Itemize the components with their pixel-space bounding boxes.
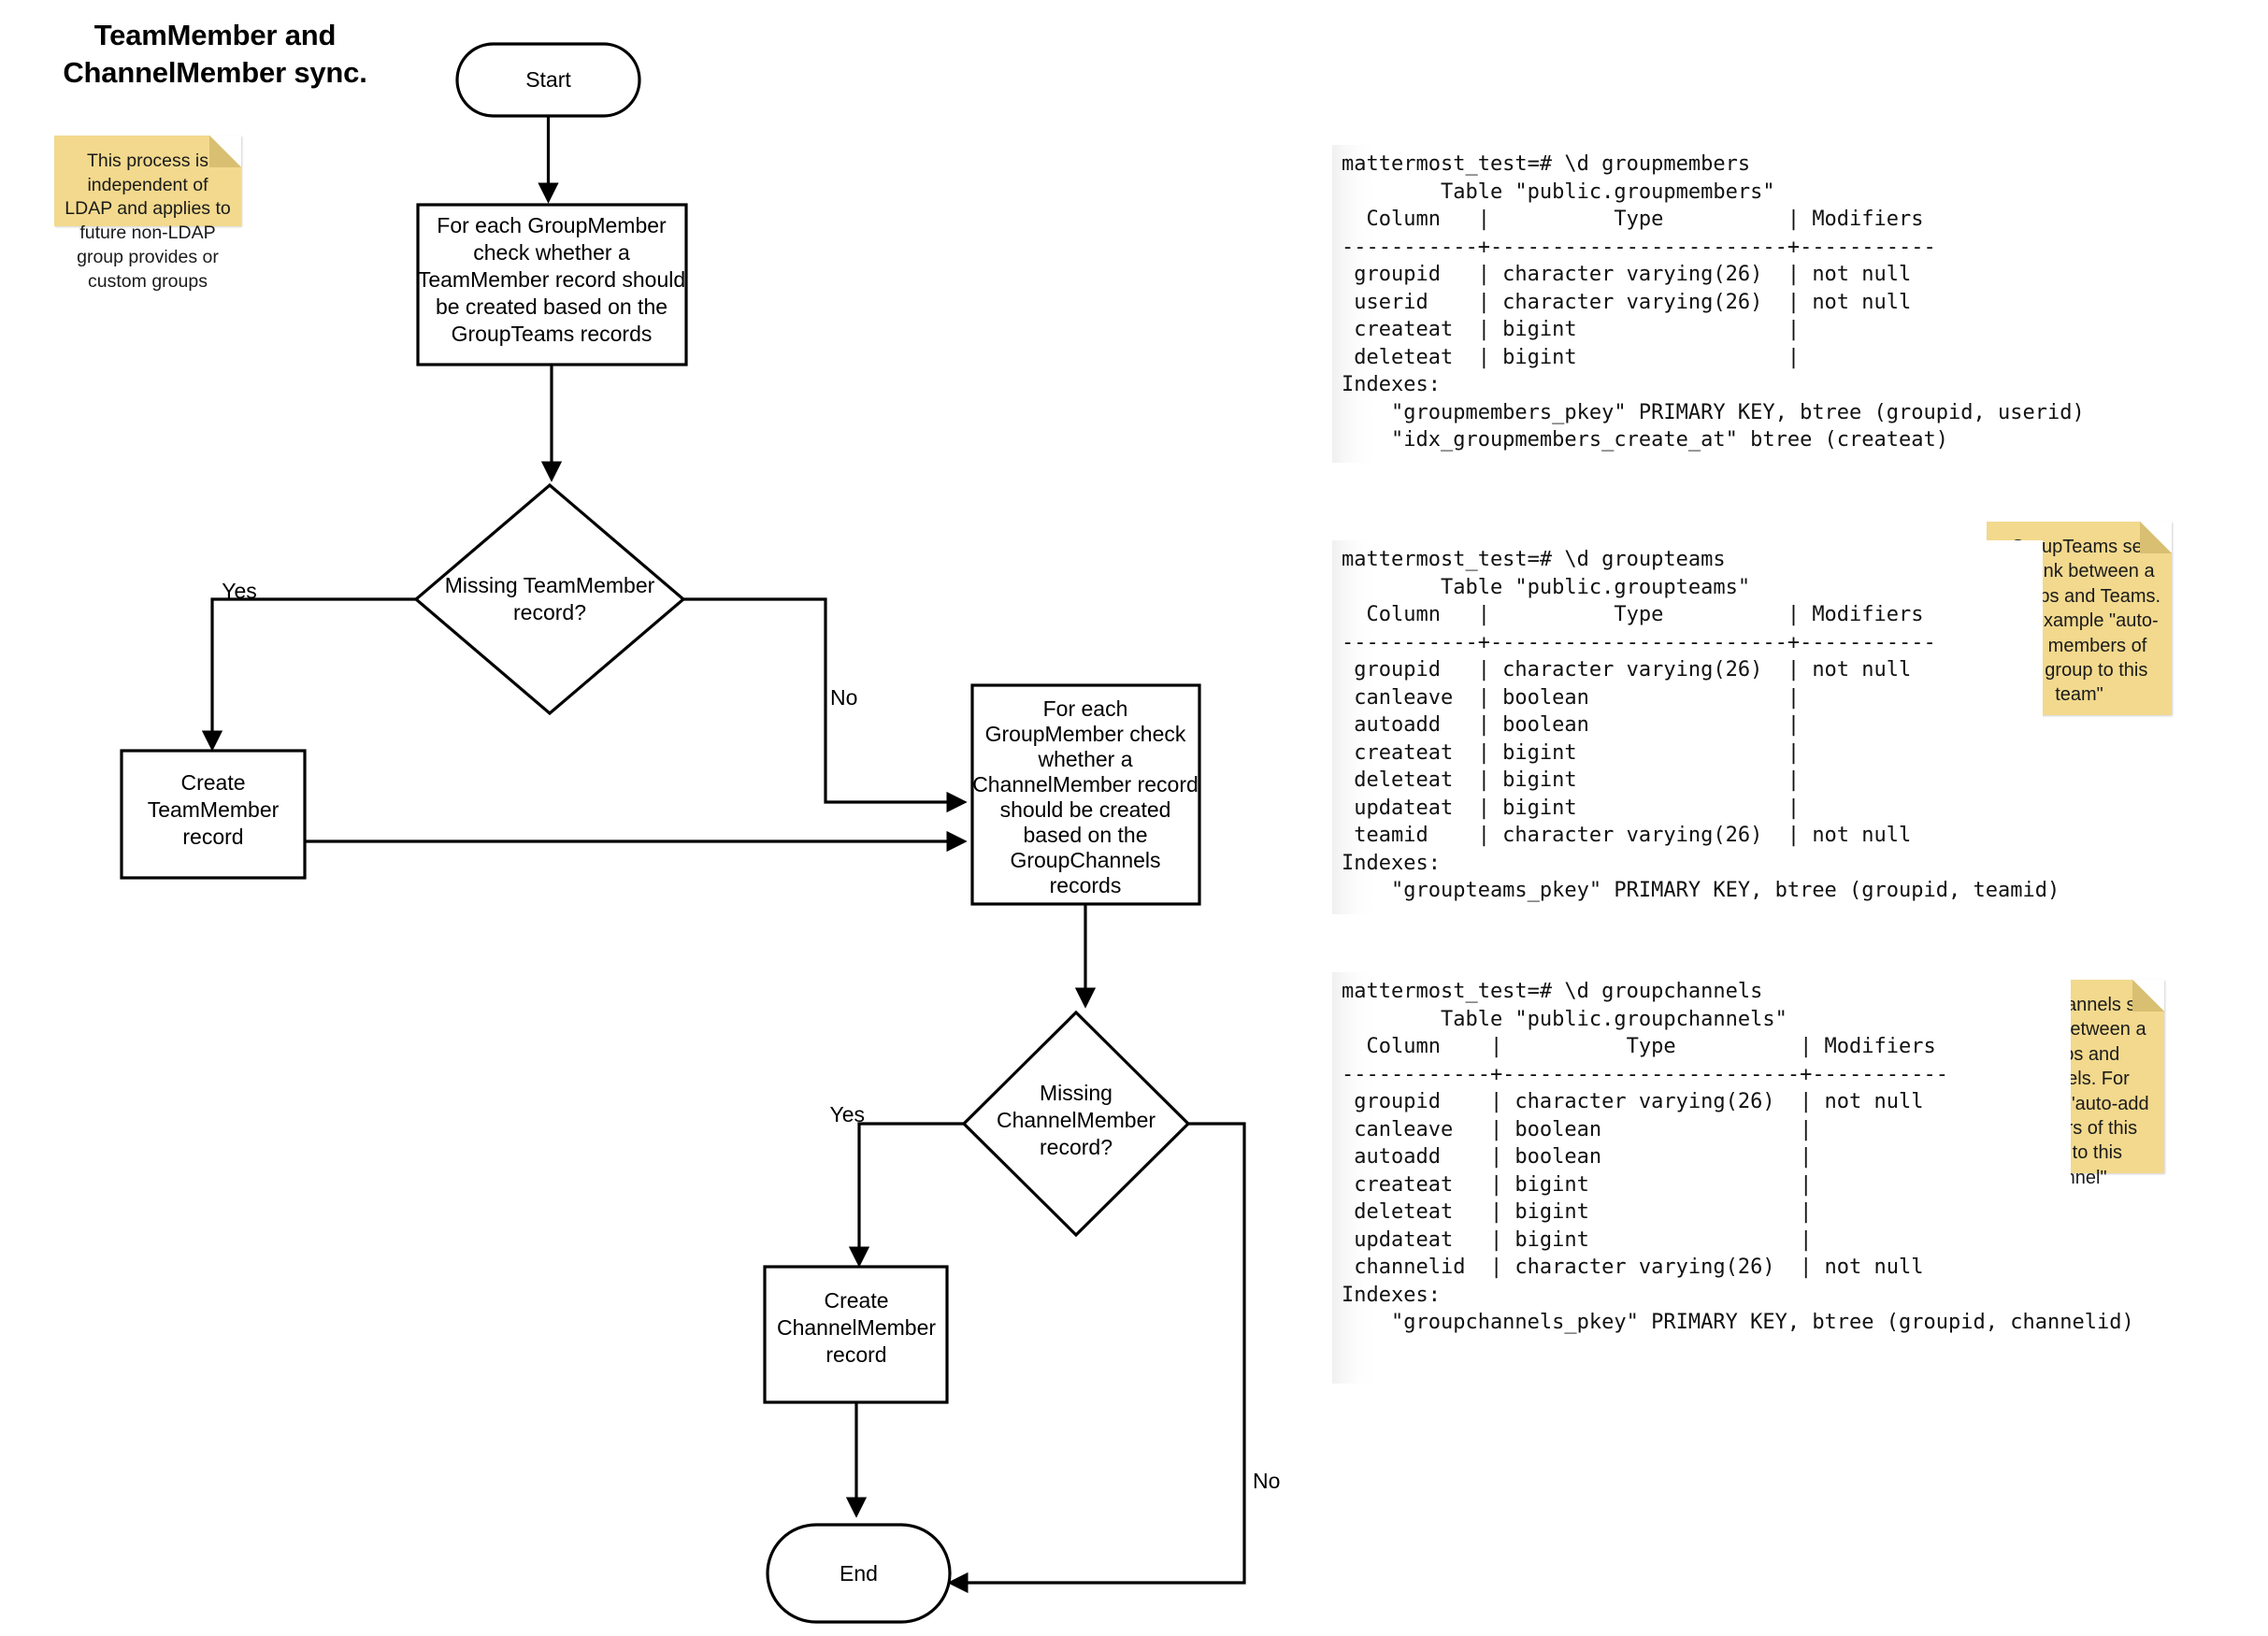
flow-node-decision-teammember-line: record? xyxy=(513,600,586,624)
flow-node-process-teammember-line: TeamMember record should xyxy=(418,267,685,292)
flow-node-process-channelmember[interactable]: For each GroupMember check whether a Cha… xyxy=(970,683,1201,906)
flow-node-decision-channelmember-line: ChannelMember xyxy=(997,1108,1156,1132)
sticky-note-ldap: This process is independent of LDAP and … xyxy=(54,136,241,292)
page-title-line1: TeamMember and xyxy=(93,19,337,51)
edge-label-yes-2: Yes xyxy=(829,1102,865,1127)
flow-node-end-label: End xyxy=(840,1561,878,1586)
flow-node-decision-teammember[interactable]: Missing TeamMember record? xyxy=(413,482,686,716)
flow-node-end[interactable]: End xyxy=(766,1523,952,1624)
edge-decision1-no xyxy=(683,597,968,813)
flow-node-process-channelmember-line: whether a xyxy=(1037,747,1132,771)
flow-node-start[interactable]: Start xyxy=(455,42,641,118)
flow-node-decision-teammember-line: Missing TeamMember xyxy=(445,573,655,597)
edge-decision2-yes xyxy=(848,1122,964,1268)
flow-node-create-teammember-line: Create xyxy=(180,770,245,795)
flow-node-process-channelmember-line: GroupMember check xyxy=(985,722,1186,746)
terminal-output-groupteams: mattermost_test=# \d groupteams Table "p… xyxy=(1332,540,2060,914)
flow-node-create-teammember-line: TeamMember xyxy=(148,797,280,822)
flow-node-decision-channelmember-line: Missing xyxy=(1040,1081,1112,1105)
flow-node-create-teammember-line: record xyxy=(182,825,243,849)
edge-label-yes-1: Yes xyxy=(222,579,257,603)
flow-node-process-teammember-line: GroupTeams records xyxy=(452,322,653,346)
edge-decision2-no xyxy=(947,1122,1246,1594)
flow-node-start-label: Start xyxy=(525,67,571,92)
flow-node-process-teammember[interactable]: For each GroupMember check whether a Tea… xyxy=(416,203,688,366)
edge-label-no-2: No xyxy=(1253,1469,1280,1493)
sticky-note-ldap-text: This process is independent of LDAP and … xyxy=(65,151,231,292)
flow-node-process-channelmember-line: GroupChannels xyxy=(1010,848,1160,872)
flow-node-process-channelmember-line: should be created xyxy=(1000,797,1171,822)
flow-node-process-channelmember-line: based on the xyxy=(1023,823,1147,847)
edge-decision1-yes xyxy=(201,597,416,752)
flow-node-process-channelmember-line: ChannelMember record xyxy=(972,772,1199,796)
flow-node-create-channelmember-line: Create xyxy=(824,1288,888,1313)
flow-node-process-channelmember-line: For each xyxy=(1043,696,1128,721)
flow-node-create-channelmember-line: record xyxy=(825,1342,886,1367)
edge-label-no-1: No xyxy=(830,685,857,710)
flow-node-process-teammember-line: be created based on the xyxy=(436,294,667,319)
flow-node-process-teammember-line: For each GroupMember xyxy=(437,213,667,237)
page-title: TeamMember and ChannelMember sync. xyxy=(56,17,374,91)
sticky-fold-corner-icon xyxy=(2132,980,2164,1012)
flow-node-decision-channelmember[interactable]: Missing ChannelMember record? xyxy=(961,1010,1191,1238)
page-title-line2: ChannelMember sync. xyxy=(63,55,367,89)
flow-node-decision-channelmember-line: record? xyxy=(1040,1135,1112,1159)
flow-node-process-channelmember-line: records xyxy=(1050,873,1122,897)
terminal-output-groupchannels: mattermost_test=# \d groupchannels Table… xyxy=(1332,972,2134,1384)
sticky-fold-corner-icon xyxy=(209,136,241,167)
sticky-fold-corner-icon xyxy=(2140,522,2172,553)
flow-node-create-teammember[interactable]: Create TeamMember record xyxy=(120,749,307,880)
flow-node-create-channelmember-line: ChannelMember xyxy=(777,1315,936,1340)
flow-node-process-teammember-line: check whether a xyxy=(473,240,630,265)
terminal-output-groupmembers: mattermost_test=# \d groupmembers Table … xyxy=(1332,145,2085,463)
flow-node-create-channelmember[interactable]: Create ChannelMember record xyxy=(763,1265,949,1404)
